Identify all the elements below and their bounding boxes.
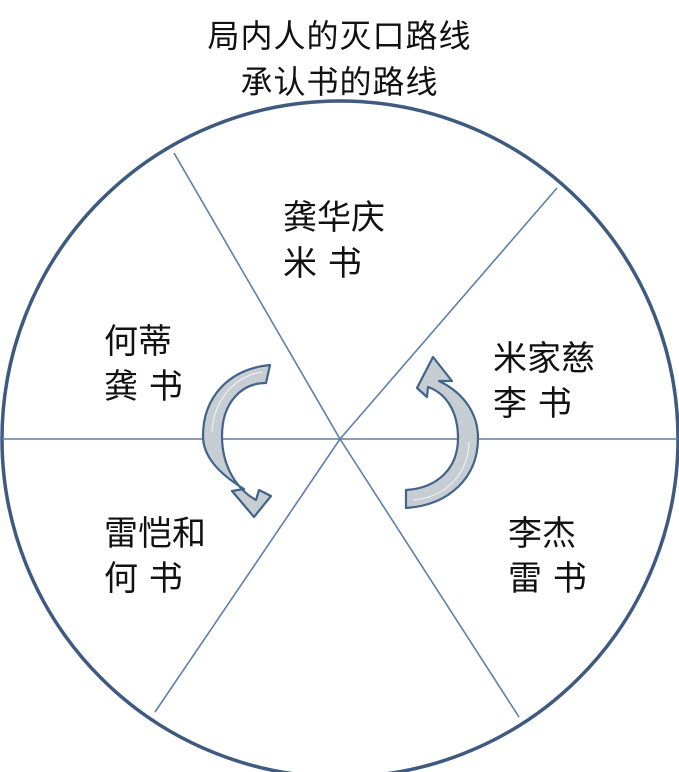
segment-upper-left-line-2: 龚 书 — [104, 367, 183, 407]
segment-upper-right-line-1: 米家慈 — [493, 339, 595, 379]
segment-top-line-1: 龚华庆 — [283, 198, 385, 238]
segment-upper-right-line-2: 李 书 — [493, 384, 572, 424]
segment-upper-left: 何蒂 龚 书 — [104, 322, 183, 407]
segment-lower-right-line-1: 李杰 — [508, 514, 576, 554]
segment-top: 龚华庆 米 书 — [283, 198, 385, 284]
divider-lower-left — [154, 438, 341, 713]
segment-upper-left-line-1: 何蒂 — [104, 322, 172, 362]
divider-upper-left — [173, 152, 341, 440]
divider-upper-right — [339, 187, 558, 440]
curved-arrow-clockwise-highlight — [211, 371, 263, 433]
segment-dividers — [2, 152, 678, 718]
segment-upper-right: 米家慈 李 书 — [493, 339, 595, 424]
segment-lower-left: 雷恺和 何 书 — [104, 514, 206, 599]
divider-lower-right — [339, 438, 520, 718]
segment-lower-right: 李杰 雷 书 — [508, 514, 587, 599]
diagram-title-line-1: 局内人的灭口路线 — [207, 17, 472, 55]
segment-lower-left-line-1: 雷恺和 — [104, 514, 206, 554]
curved-arrow-counterclockwise-highlight — [413, 441, 470, 501]
segment-lower-right-line-2: 雷 书 — [508, 559, 587, 599]
curved-arrow-counterclockwise-icon — [404, 355, 480, 510]
curved-arrow-clockwise-icon — [201, 363, 273, 519]
diagram-title-line-2: 承认书的路线 — [240, 63, 439, 101]
segment-lower-left-line-2: 何 书 — [104, 559, 183, 599]
segment-top-line-2: 米 书 — [283, 244, 362, 284]
